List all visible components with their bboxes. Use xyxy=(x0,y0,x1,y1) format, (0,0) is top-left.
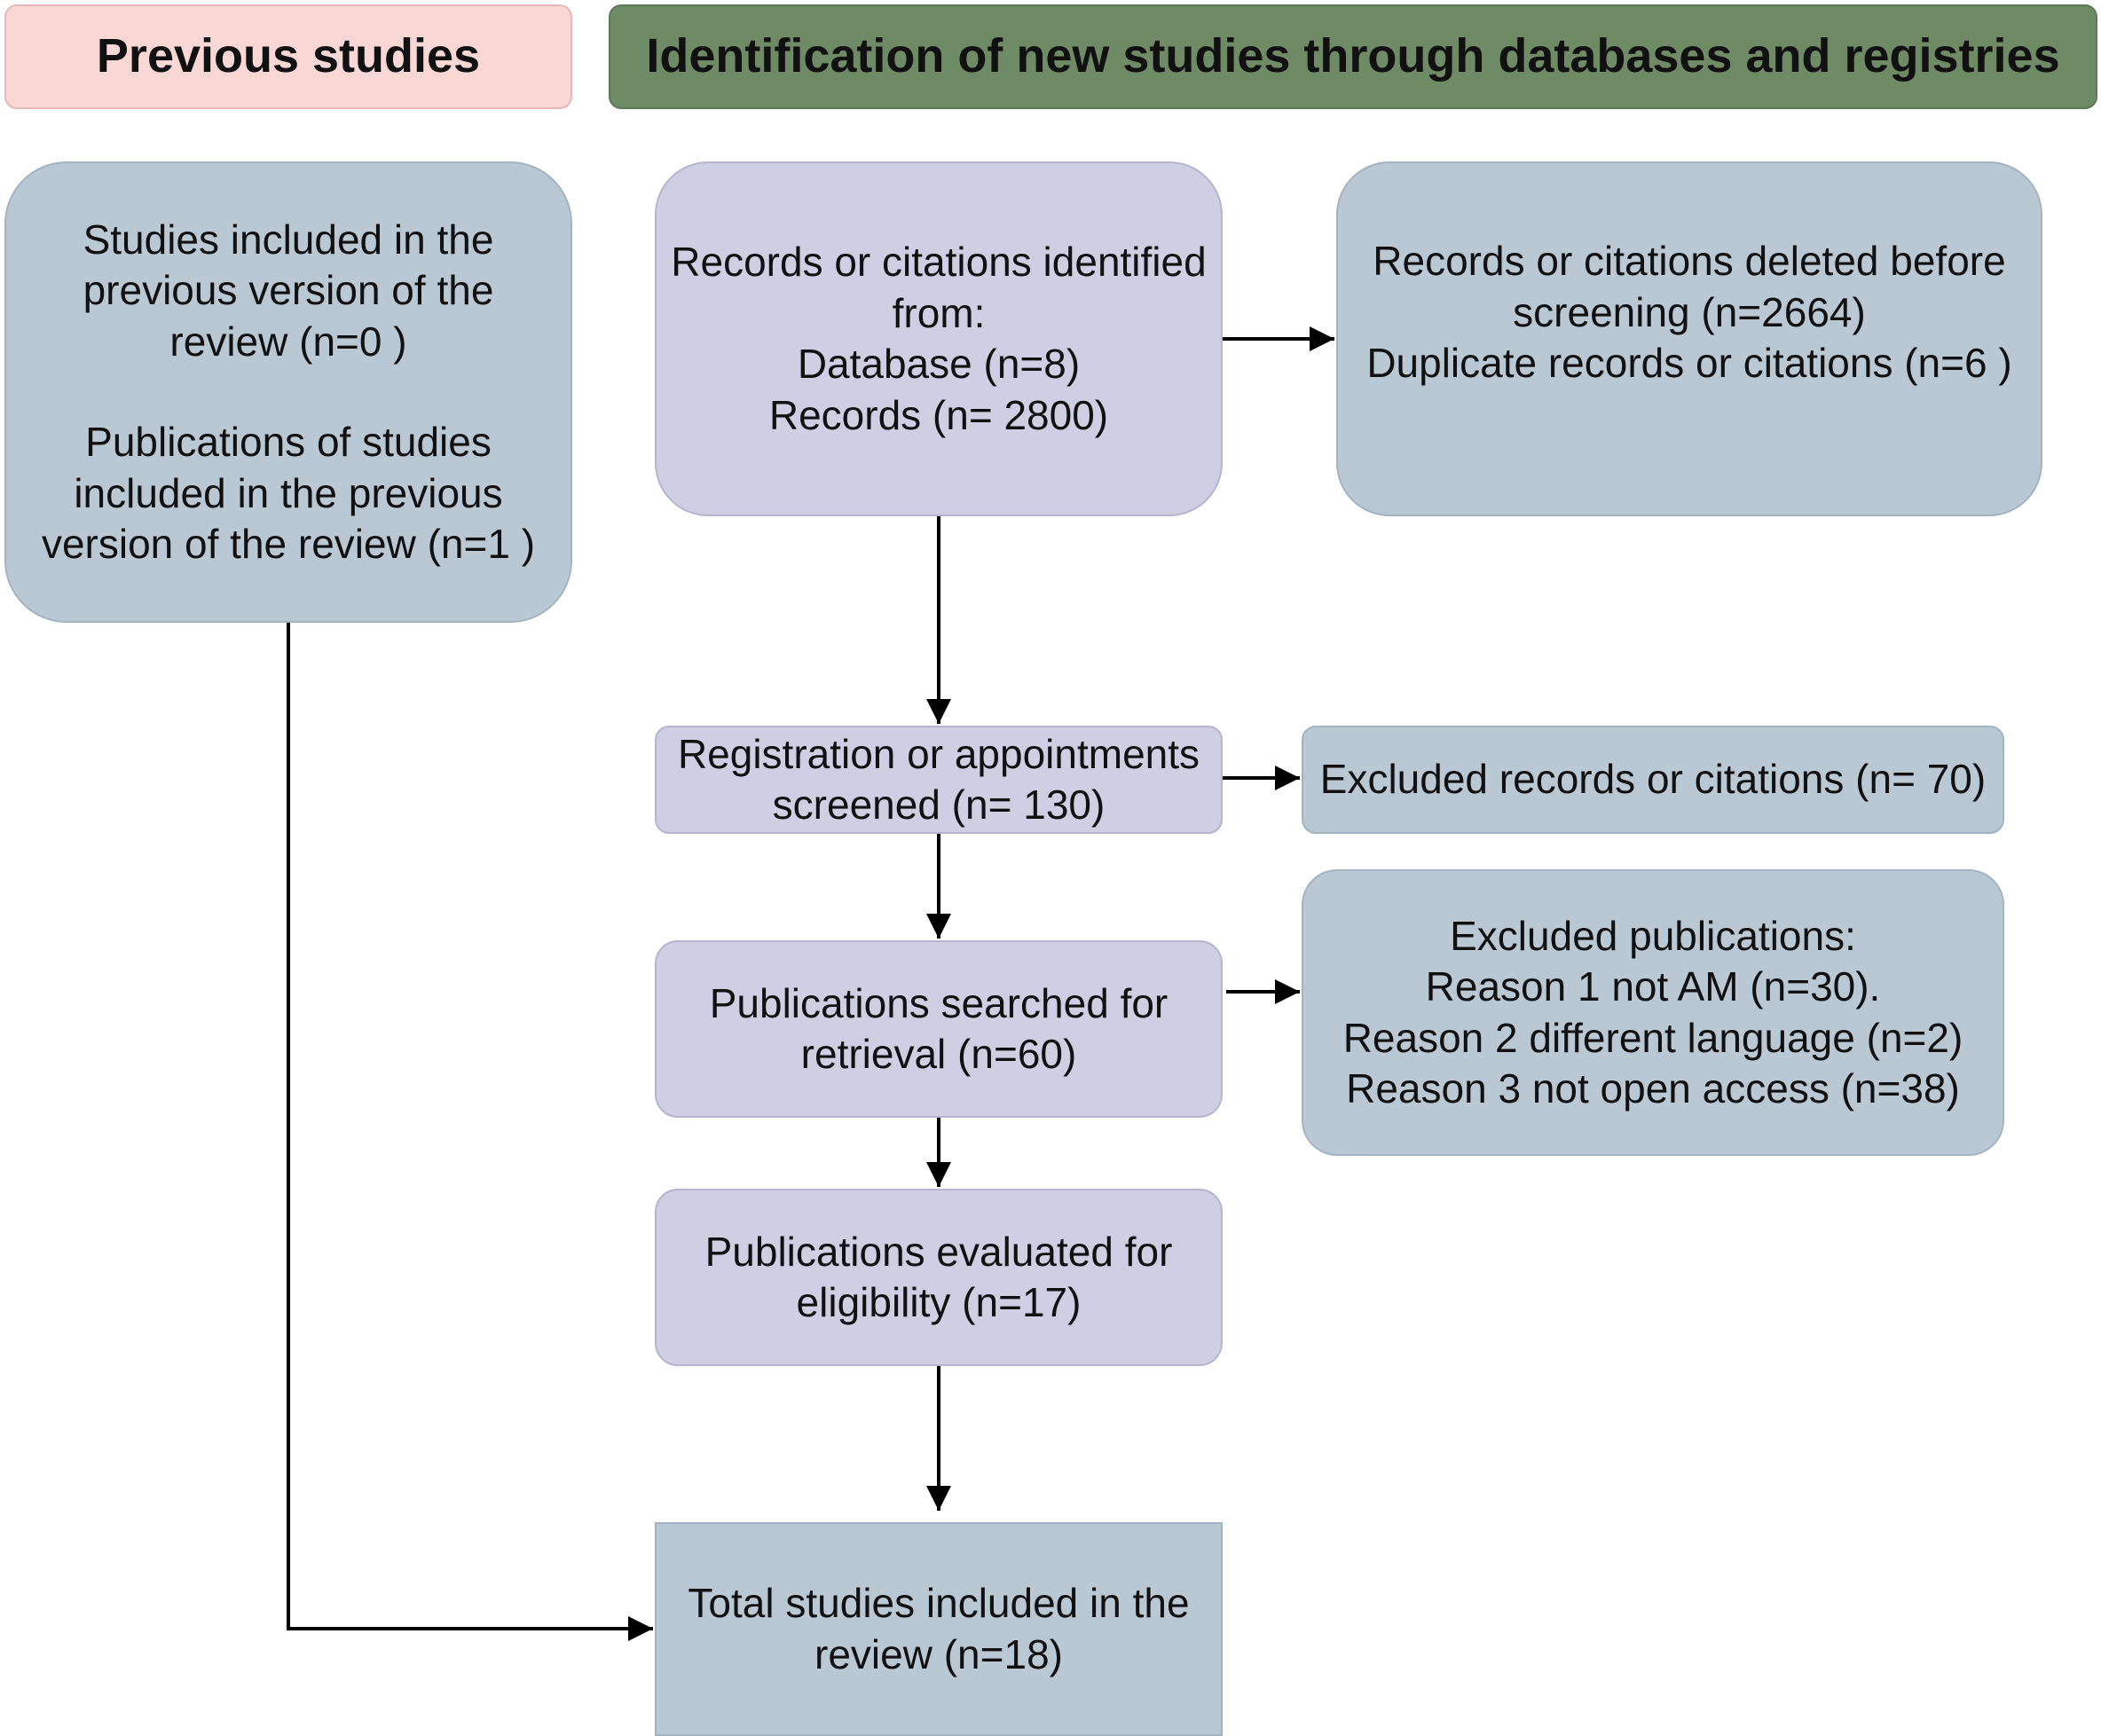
previous-studies-box: Studies included in the previous version… xyxy=(4,161,572,623)
evaluated-line: eligibility (n=17) xyxy=(796,1279,1082,1325)
previous-studies-line: Publications of studies xyxy=(85,419,492,465)
records-identified-line: Records or citations identified xyxy=(671,239,1207,285)
previous-studies-header-text: Previous studies xyxy=(96,29,481,83)
records-deleted-line: Duplicate records or citations (n=6 ) xyxy=(1366,340,2012,386)
excluded-publications-line: Reason 1 not AM (n=30). xyxy=(1425,963,1881,1009)
previous-studies-line: included in the previous xyxy=(74,469,503,516)
excluded-records-box: Excluded records or citations (n= 70) xyxy=(1302,726,2004,834)
excluded-publications-line: Reason 2 different language (n=2) xyxy=(1342,1014,1963,1061)
screened-line: Registration or appointments xyxy=(677,730,1200,777)
records-deleted-line: Records or citations deleted before xyxy=(1373,238,2006,284)
arrow-previous-to-total xyxy=(287,623,653,1641)
total-included-line: Total studies included in the xyxy=(688,1580,1190,1626)
screened-line: screened (n= 130) xyxy=(772,782,1106,828)
previous-studies-header: Previous studies xyxy=(4,4,572,109)
searched-line: retrieval (n=60) xyxy=(800,1031,1077,1077)
previous-studies-line: Studies included in the xyxy=(83,216,494,263)
searched-line: Publications searched for xyxy=(709,979,1169,1026)
previous-studies-line: review (n=0 ) xyxy=(169,318,407,365)
records-deleted-line: screening (n=2664) xyxy=(1513,288,1866,335)
evaluated-box: Publications evaluated for eligibility (… xyxy=(655,1189,1223,1366)
previous-studies-line: previous version of the xyxy=(83,267,494,313)
records-identified-line: Records (n= 2800) xyxy=(768,391,1109,438)
excluded-publications-box: Excluded publications: Reason 1 not AM (… xyxy=(1302,869,2004,1156)
previous-studies-line: version of the review (n=1 ) xyxy=(41,521,536,567)
total-included-line: review (n=18) xyxy=(814,1630,1063,1677)
searched-box: Publications searched for retrieval (n=6… xyxy=(655,940,1223,1118)
records-deleted-box: Records or citations deleted before scre… xyxy=(1336,161,2042,516)
new-studies-header: Identification of new studies through da… xyxy=(609,4,2097,109)
total-included-box: Total studies included in the review (n=… xyxy=(655,1522,1223,1736)
excluded-publications-line: Reason 3 not open access (n=38) xyxy=(1346,1065,1960,1112)
screened-box: Registration or appointments screened (n… xyxy=(655,726,1223,834)
excluded-publications-line: Excluded publications: xyxy=(1450,912,1856,959)
records-identified-box: Records or citations identified from: Da… xyxy=(655,161,1223,516)
records-identified-line: from: xyxy=(892,289,986,336)
new-studies-header-text: Identification of new studies through da… xyxy=(646,29,2060,83)
evaluated-line: Publications evaluated for xyxy=(704,1228,1173,1275)
records-identified-line: Database (n=8) xyxy=(797,341,1081,387)
excluded-records-line: Excluded records or citations (n= 70) xyxy=(1319,756,1987,803)
